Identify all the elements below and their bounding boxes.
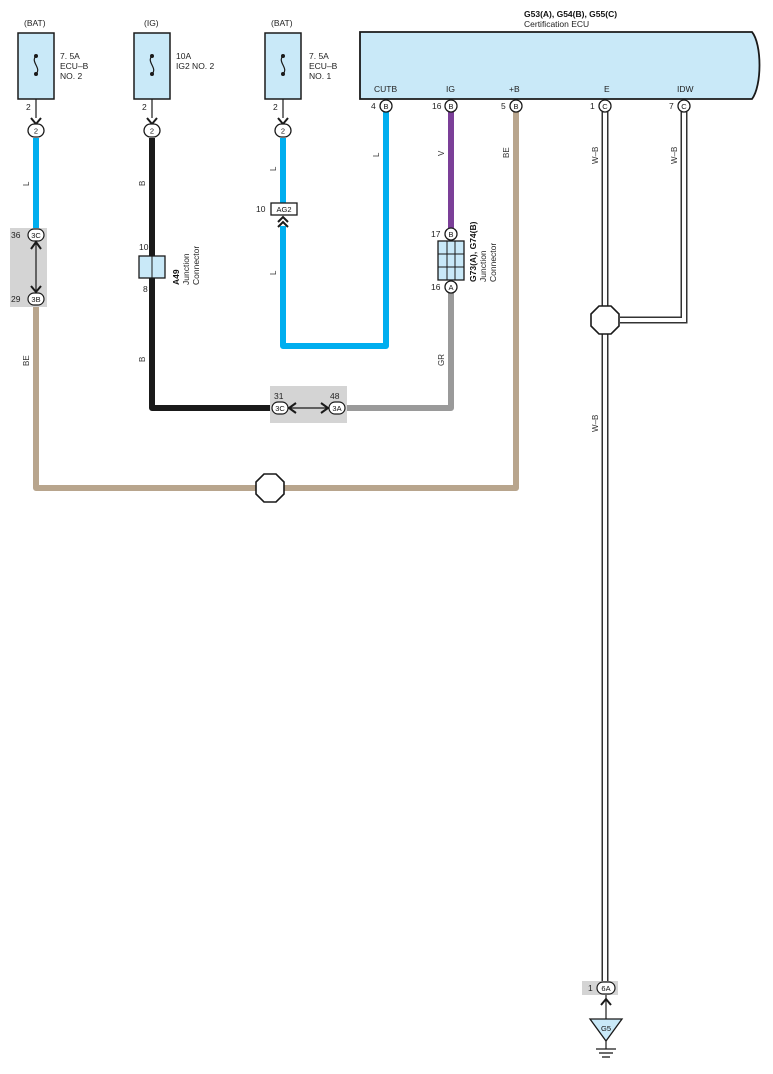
svg-text:V: V xyxy=(437,150,446,156)
pin-ig: B 16 xyxy=(432,99,458,113)
ecu-title: G53(A), G54(B), G55(C) xyxy=(524,9,617,19)
svg-text:L: L xyxy=(372,152,381,157)
svg-text:2: 2 xyxy=(150,127,154,136)
inline-connector-3c-3a: 31 48 3C 3A xyxy=(270,386,347,423)
svg-text:5: 5 xyxy=(501,101,506,111)
fuse1-source: (BAT) xyxy=(24,18,46,28)
pin-label-e: E xyxy=(604,84,610,94)
svg-text:1: 1 xyxy=(588,983,593,993)
svg-text:17: 17 xyxy=(431,229,441,239)
svg-text:2: 2 xyxy=(273,102,278,112)
svg-text:16: 16 xyxy=(431,282,441,292)
svg-text:B: B xyxy=(513,102,518,111)
svg-text:NO. 2: NO. 2 xyxy=(60,71,82,81)
svg-text:Connector: Connector xyxy=(191,246,201,285)
svg-text:Connector: Connector xyxy=(488,243,498,282)
svg-text:3A: 3A xyxy=(332,404,341,413)
svg-text:B: B xyxy=(448,102,453,111)
connector-ag2: AG2 10 xyxy=(256,202,298,228)
fuse-ig2-no2: (IG) 10A IG2 NO. 2 2 2 xyxy=(133,18,215,138)
ground-name: G5 xyxy=(601,1024,611,1033)
svg-text:BE: BE xyxy=(502,147,511,158)
svg-text:48: 48 xyxy=(330,391,340,401)
certification-ecu: G53(A), G54(B), G55(C) Certification ECU xyxy=(359,9,761,100)
svg-text:4: 4 xyxy=(371,101,376,111)
pin-e: C 1 xyxy=(590,99,612,113)
wire-gr-gray xyxy=(346,292,454,411)
pin-cutb: B 4 xyxy=(371,99,393,113)
svg-text:BE: BE xyxy=(22,355,31,366)
svg-text:2: 2 xyxy=(142,102,147,112)
svg-text:8: 8 xyxy=(143,284,148,294)
junction-connector-g73-g74: B 17 A 16 G73(A), G74(B) Junction Connec… xyxy=(431,221,498,294)
svg-text:7. 5A: 7. 5A xyxy=(309,51,329,61)
svg-text:W–B: W–B xyxy=(670,147,679,164)
fuse3-source: (BAT) xyxy=(271,18,293,28)
svg-text:10: 10 xyxy=(256,204,266,214)
fuse-ecu-b-no1: (BAT) 7. 5A ECU–B NO. 1 2 2 xyxy=(264,18,338,138)
svg-text:G73(A), G74(B): G73(A), G74(B) xyxy=(468,221,478,282)
svg-text:2: 2 xyxy=(34,127,38,136)
svg-text:W–B: W–B xyxy=(591,147,600,164)
fuse-ecu-b-no2: (BAT) 7. 5A ECU–B NO. 2 2 2 xyxy=(17,18,89,138)
svg-text:31: 31 xyxy=(274,391,284,401)
ground-g5: 6A 1 G5 xyxy=(582,981,624,1058)
svg-text:B: B xyxy=(383,102,388,111)
svg-text:AG2: AG2 xyxy=(276,205,291,214)
svg-text:L: L xyxy=(22,181,31,186)
svg-text:6A: 6A xyxy=(601,984,610,993)
svg-text:IG2 NO. 2: IG2 NO. 2 xyxy=(176,61,215,71)
svg-text:L: L xyxy=(269,270,278,275)
svg-text:Junction: Junction xyxy=(478,250,488,282)
wire-wb-idw xyxy=(620,112,688,324)
splice-point-be xyxy=(255,473,285,503)
svg-text:2: 2 xyxy=(281,127,285,136)
svg-text:C: C xyxy=(602,102,608,111)
ecu-pin-labels: CUTB IG +B E IDW xyxy=(374,84,694,94)
svg-text:29: 29 xyxy=(11,294,21,304)
svg-text:3C: 3C xyxy=(275,404,285,413)
svg-text:NO. 1: NO. 1 xyxy=(309,71,331,81)
svg-text:Junction: Junction xyxy=(181,253,191,285)
svg-text:1: 1 xyxy=(590,101,595,111)
svg-text:B: B xyxy=(138,181,147,186)
svg-text:2: 2 xyxy=(26,102,31,112)
wire-l-middle xyxy=(280,112,389,349)
ecu-pin-connectors: B 4 B 16 B 5 C 1 C 7 xyxy=(371,99,691,113)
ecu-subtitle: Certification ECU xyxy=(524,19,589,29)
svg-text:A49: A49 xyxy=(171,269,181,285)
pin-label-idw: IDW xyxy=(677,84,694,94)
pin-idw: C 7 xyxy=(669,99,691,113)
pin-label-cutb: CUTB xyxy=(374,84,397,94)
svg-text:B: B xyxy=(448,230,453,239)
svg-text:ECU–B: ECU–B xyxy=(60,61,89,71)
junction-connector-a49: 10 8 A49 Junction Connector xyxy=(138,242,201,294)
wire-b-black xyxy=(149,138,270,411)
svg-text:36: 36 xyxy=(11,230,21,240)
pin-plusb: B 5 xyxy=(501,99,523,113)
fuse2-source: (IG) xyxy=(144,18,159,28)
svg-text:L: L xyxy=(269,166,278,171)
splice-point-wb xyxy=(590,305,620,335)
inline-connector-3c-3b: 3C 36 3B 29 xyxy=(10,228,47,307)
pin-label-plusb: +B xyxy=(509,84,520,94)
pin-label-ig: IG xyxy=(446,84,455,94)
svg-text:7. 5A: 7. 5A xyxy=(60,51,80,61)
svg-text:W–B: W–B xyxy=(591,415,600,432)
wire-color-labels: L B L L L V BE W–B W–B BE B GR W–B xyxy=(22,147,679,432)
svg-text:10: 10 xyxy=(139,242,149,252)
svg-text:GR: GR xyxy=(437,354,446,366)
svg-text:A: A xyxy=(448,283,453,292)
svg-text:3B: 3B xyxy=(31,295,40,304)
svg-text:3C: 3C xyxy=(31,231,41,240)
svg-text:10A: 10A xyxy=(176,51,191,61)
svg-text:C: C xyxy=(681,102,687,111)
svg-text:B: B xyxy=(138,357,147,362)
svg-text:7: 7 xyxy=(669,101,674,111)
svg-text:ECU–B: ECU–B xyxy=(309,61,338,71)
svg-text:16: 16 xyxy=(432,101,442,111)
